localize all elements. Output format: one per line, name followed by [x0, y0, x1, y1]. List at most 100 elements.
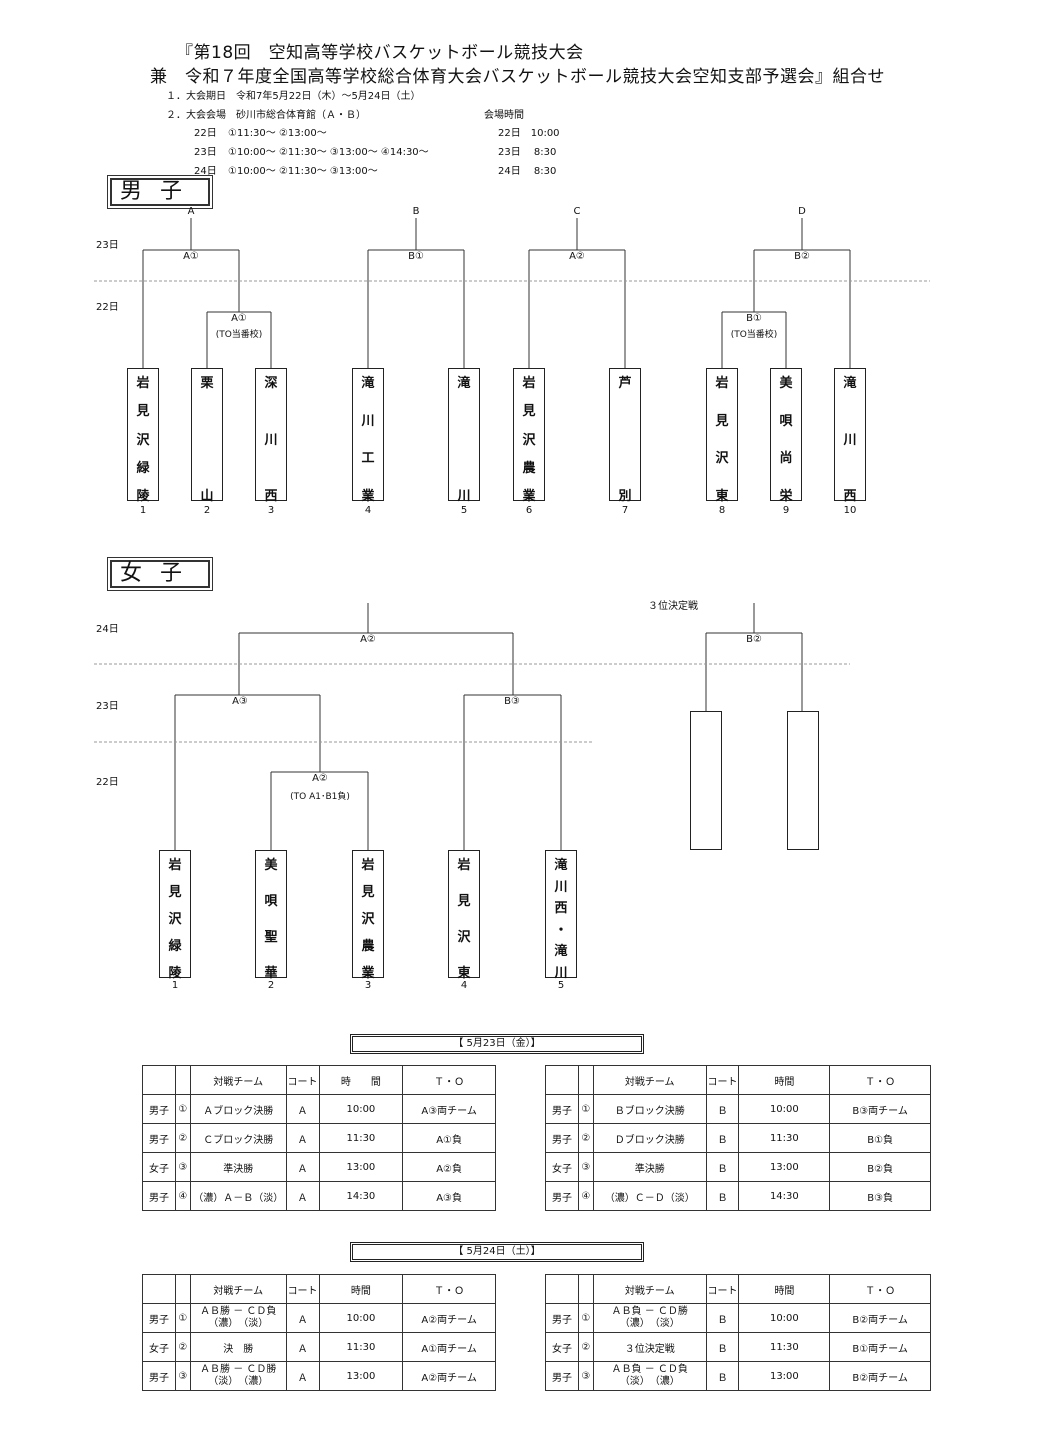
men-match-a1-r1: A① [231, 313, 247, 324]
men-team-number: 4 [364, 505, 372, 516]
table-header-cell: 時 間 [318, 1065, 404, 1095]
table-header-cell [545, 1065, 579, 1095]
table-cell: 11:30 [318, 1332, 404, 1362]
table-cell: 10:00 [318, 1094, 404, 1124]
men-team-10: 滝川西 [834, 368, 866, 504]
table-cell: A②負 [402, 1152, 496, 1182]
table-header-cell: コート [705, 1274, 740, 1304]
table-cell: ③ [577, 1361, 594, 1391]
women-match-a2-to: (TO A1･B1負) [290, 792, 350, 802]
men-team-number: 2 [203, 505, 211, 516]
men-team-2-char: 山 [200, 489, 214, 504]
table-cell: 男子 [545, 1094, 579, 1124]
women-team-3-char: 見 [361, 885, 375, 900]
sched-day-22: 22日 [194, 128, 217, 139]
women-day-23: 23日 [96, 701, 119, 712]
women-team-3: 岩見沢農業 [352, 850, 384, 981]
table-cell: A②両チーム [402, 1361, 496, 1391]
women-team-5-char: 滝 [554, 944, 568, 960]
women-team-1: 岩見沢緑陵 [159, 850, 191, 981]
table-cell: 13:00 [318, 1361, 404, 1391]
table-cell: Ａ [285, 1361, 320, 1391]
table-header-cell [174, 1065, 191, 1095]
table-cell: 13:00 [318, 1152, 404, 1182]
men-team-10-char: 滝 [843, 376, 857, 391]
table-cell: ② [174, 1332, 191, 1362]
table-header-cell [142, 1274, 176, 1304]
table-header-cell: コート [285, 1274, 320, 1304]
table-cell: A②両チーム [402, 1303, 496, 1333]
men-team-5-char: 川 [457, 489, 471, 504]
men-team-9-char: 栄 [779, 489, 793, 504]
men-team-9: 美唄尚栄 [770, 368, 802, 504]
table-cell: 女子 [142, 1152, 176, 1182]
table-cell: 男子 [142, 1181, 176, 1211]
table-cell: ① [174, 1303, 191, 1333]
women-team-2-char: 美 [264, 858, 278, 873]
men-team-4: 滝川工業 [352, 368, 384, 504]
table-header-cell [577, 1274, 594, 1304]
women-match-b3: B③ [504, 696, 520, 707]
table-cell: Ａ [285, 1123, 320, 1153]
men-team-3-char: 川 [264, 432, 278, 448]
period-label: １．大会期日 令和7年5月22日（木）～5月24日（土） [166, 91, 421, 102]
women-team-5-char: 滝 [554, 858, 568, 873]
men-team-5-char: 滝 [457, 376, 471, 391]
men-team-9-char: 尚 [779, 451, 793, 467]
men-team-number: 10 [843, 505, 857, 516]
table-cell: ＡＢ勝 － ＣＤ負（濃） （淡） [189, 1303, 287, 1333]
table-cell: ＡＢ勝 － ＣＤ勝（淡） （濃） [189, 1361, 287, 1391]
women-team-5-char: ・ [554, 922, 568, 938]
table-cell: B③負 [829, 1181, 931, 1211]
women-team-1-char: 見 [168, 885, 182, 900]
men-team-number: 6 [525, 505, 533, 516]
women-section-label: 女子 [107, 557, 213, 591]
table-cell: 男子 [545, 1123, 579, 1153]
men-team-6-char: 業 [522, 489, 536, 504]
table-cell: Ａブロック決勝 [189, 1094, 287, 1124]
third-place-label: ３位決定戦 [648, 601, 698, 612]
table-cell: ③ [577, 1152, 594, 1182]
title-line-2: 兼 令和７年度全国高等学校総合体育大会バスケットボール競技大会空知支部予選会』組… [150, 67, 885, 87]
table-cell: B②両チーム [829, 1361, 931, 1391]
table-cell: Ｄブロック決勝 [592, 1123, 707, 1153]
table-cell: 準決勝 [592, 1152, 707, 1182]
men-team-4-char: 川 [361, 413, 375, 429]
men-match-a2: A② [569, 251, 585, 262]
table-cell: ② [174, 1123, 191, 1153]
table-cell: 男子 [545, 1361, 579, 1391]
sched-times-23: ①10:00～ ②11:30～ ③13:00～ ④14:30～ [228, 147, 429, 158]
women-team-1-char: 陵 [168, 966, 182, 981]
men-team-1-char: 陵 [136, 489, 150, 504]
table-cell: Ｂ [705, 1123, 740, 1153]
sched-open-22: 22日 10:00 [498, 128, 560, 139]
table-cell: （濃）Ａ－Ｂ（淡） [189, 1181, 287, 1211]
table-header-cell [142, 1065, 176, 1095]
men-team-6: 岩見沢農業 [513, 368, 545, 504]
table-cell: 11:30 [738, 1123, 831, 1153]
table-cell: Ｂ [705, 1152, 740, 1182]
table-cell: 11:30 [318, 1123, 404, 1153]
women-day-24: 24日 [96, 624, 119, 635]
men-team-4-char: 工 [361, 451, 375, 467]
men-block-d: D [798, 206, 806, 217]
open-time-label: 会場時間 [484, 110, 524, 121]
men-team-3-char: 西 [264, 489, 278, 504]
men-team-10-char: 西 [843, 489, 857, 504]
men-team-3: 深川西 [255, 368, 287, 504]
women-team-2-char: 華 [264, 966, 278, 981]
men-team-1-char: 見 [136, 404, 150, 420]
table-header-cell: Ｔ・Ｏ [829, 1274, 931, 1304]
sched-day-23: 23日 [194, 147, 217, 158]
table-cell: Ａ [285, 1181, 320, 1211]
table-cell: Ａ [285, 1303, 320, 1333]
